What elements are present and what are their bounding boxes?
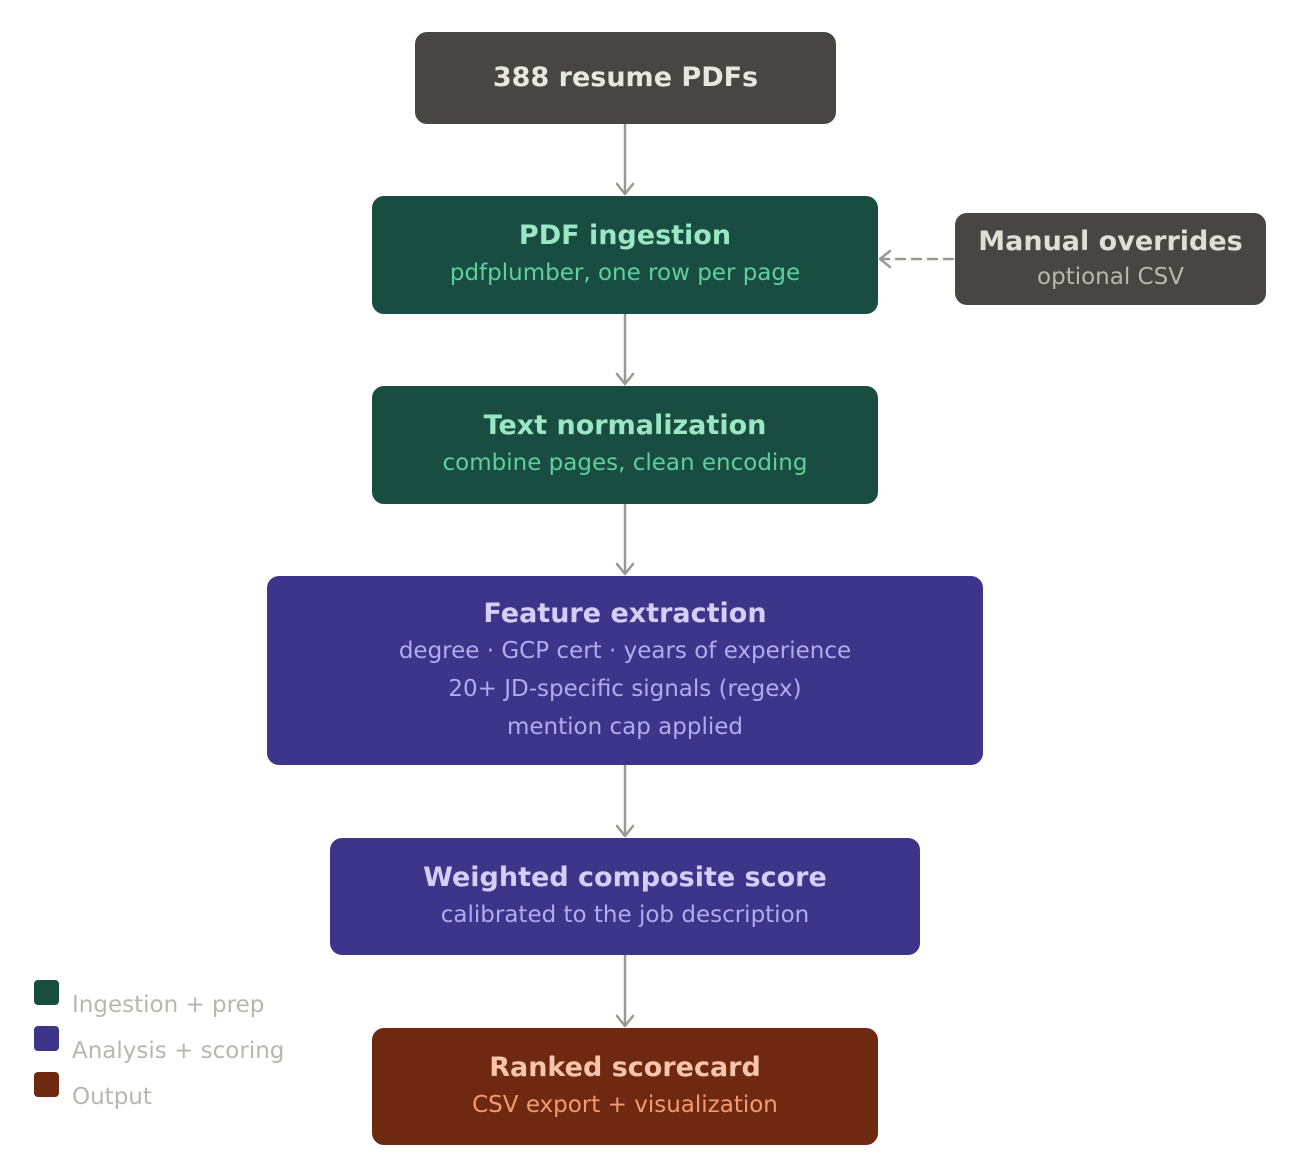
node-ranked-scorecard-subtitle: CSV export + visualization bbox=[472, 1091, 778, 1118]
arrowhead-manual-to-ingestion bbox=[878, 249, 892, 269]
node-feature-extraction: Feature extraction degree · GCP cert · y… bbox=[267, 576, 983, 765]
node-weighted-composite-score: Weighted composite score calibrated to t… bbox=[330, 838, 920, 955]
node-manual-overrides: Manual overrides optional CSV bbox=[955, 213, 1266, 305]
node-feature-extraction-line-1: degree · GCP cert · years of experience bbox=[398, 637, 852, 664]
arrowhead-ingestion-to-normalization bbox=[615, 372, 635, 386]
node-feature-extraction-title: Feature extraction bbox=[483, 597, 767, 629]
legend-label-analysis-scoring: Analysis + scoring bbox=[72, 1038, 285, 1064]
legend-swatch-output bbox=[34, 1072, 59, 1097]
node-pdf-ingestion-subtitle: pdfplumber, one row per page bbox=[449, 260, 801, 286]
legend-label-output: Output bbox=[72, 1084, 152, 1110]
node-text-normalization-title: Text normalization bbox=[483, 410, 767, 441]
legend-swatch-ingestion-prep bbox=[34, 980, 59, 1005]
arrowhead-score-to-ranked bbox=[615, 1014, 635, 1028]
node-ranked-scorecard: Ranked scorecard CSV export + visualizat… bbox=[372, 1028, 878, 1145]
arrowhead-pdfs-to-ingestion bbox=[615, 182, 635, 196]
node-ranked-scorecard-title: Ranked scorecard bbox=[489, 1051, 761, 1083]
node-resume-pdfs-title: 388 resume PDFs bbox=[492, 62, 759, 93]
node-feature-extraction-line-3: mention cap applied bbox=[507, 713, 743, 740]
node-feature-extraction-line-2: 20+ JD-specific signals (regex) bbox=[448, 675, 802, 702]
arrowhead-features-to-score bbox=[615, 824, 635, 838]
legend-swatch-analysis-scoring bbox=[34, 1026, 59, 1051]
node-text-normalization-subtitle: combine pages, clean encoding bbox=[442, 450, 808, 476]
arrowhead-normalization-to-features bbox=[615, 562, 635, 576]
node-pdf-ingestion-title: PDF ingestion bbox=[518, 220, 732, 251]
node-pdf-ingestion: PDF ingestion pdfplumber, one row per pa… bbox=[372, 196, 878, 314]
node-weighted-composite-score-title: Weighted composite score bbox=[423, 861, 827, 893]
node-manual-overrides-subtitle: optional CSV bbox=[1037, 264, 1184, 290]
node-text-normalization: Text normalization combine pages, clean … bbox=[372, 386, 878, 504]
legend-label-ingestion-prep: Ingestion + prep bbox=[72, 992, 265, 1018]
node-resume-pdfs: 388 resume PDFs bbox=[415, 32, 836, 124]
node-manual-overrides-title: Manual overrides bbox=[978, 226, 1243, 257]
node-weighted-composite-score-subtitle: calibrated to the job description bbox=[440, 901, 810, 928]
